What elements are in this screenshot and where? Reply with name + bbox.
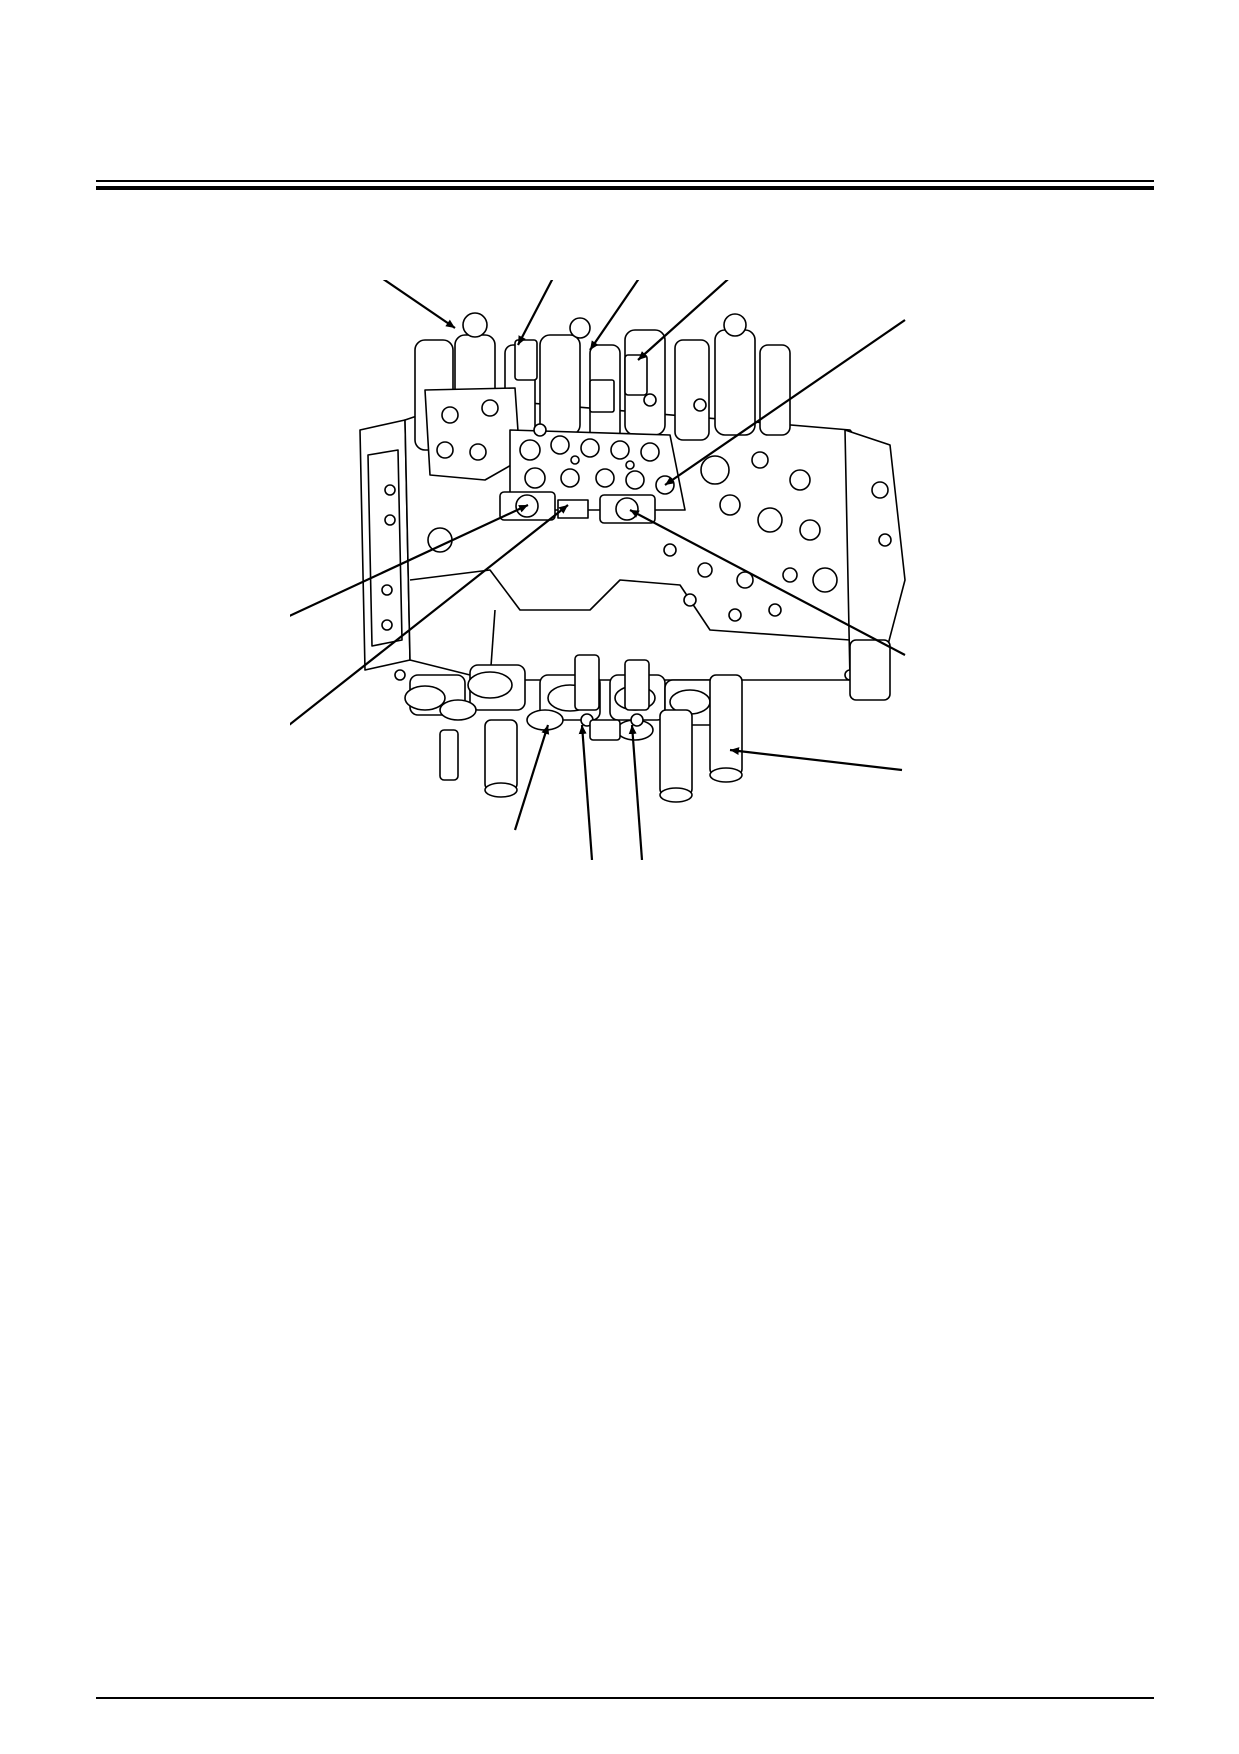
header-rule-thin [96, 180, 1154, 182]
valve-assembly-figure [290, 280, 930, 860]
footer-rule [96, 1697, 1154, 1699]
callout-leader-lines [290, 280, 906, 860]
control-valve-drawing-icon [290, 280, 906, 860]
header-rule-thick [96, 186, 1154, 190]
valve-body [359, 312, 906, 803]
